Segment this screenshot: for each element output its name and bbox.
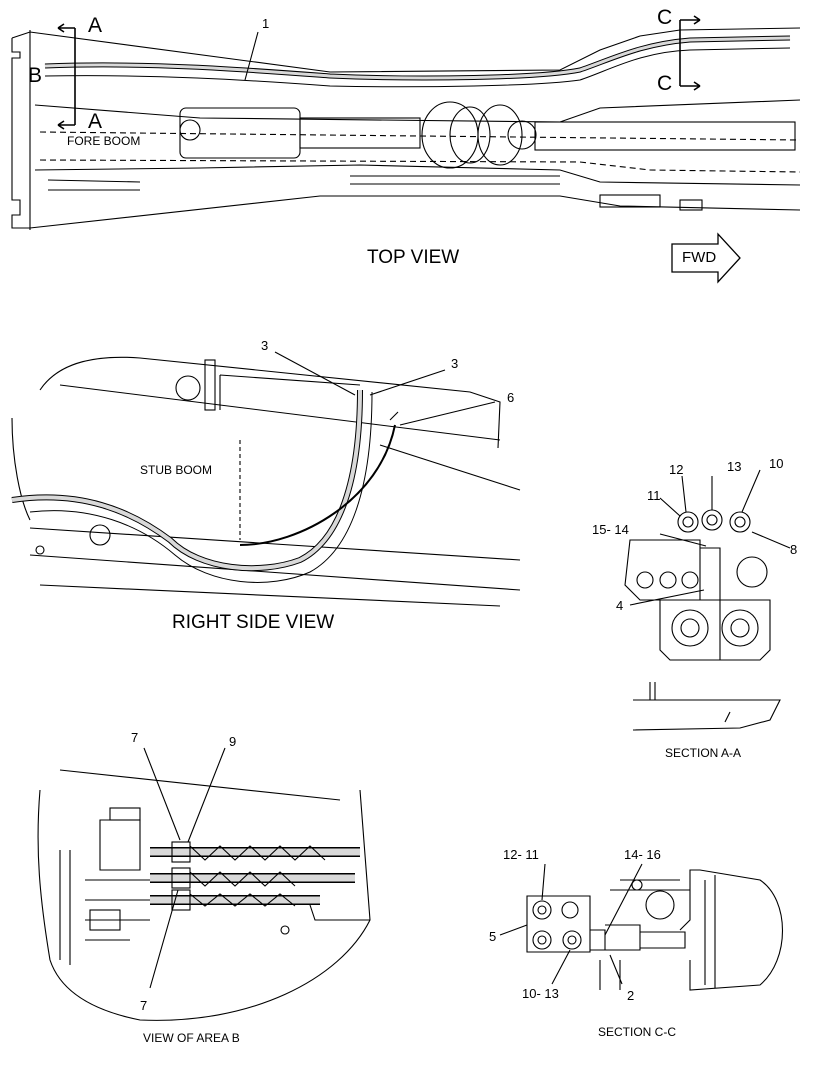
section-c-drawing [499,863,784,991]
callout-4-section-a: 4 [616,598,624,613]
callout-9: 9 [229,734,237,749]
callout-1: 1 [262,16,270,31]
callout-14-16-section-c: 14- 16 [624,847,661,862]
callout-13-section-a: 13 [727,459,742,474]
callout-7-bottom: 7 [140,998,148,1013]
section-mark-a-bottom: A [88,110,103,133]
right-side-view-title: RIGHT SIDE VIEW [172,612,335,633]
callout-8-section-a: 8 [790,542,798,557]
area-b-drawing [37,747,371,1021]
section-a-title: SECTION A-A [665,746,742,760]
callout-7-top: 7 [131,730,139,745]
callout-12-11-section-c: 12- 11 [503,847,539,862]
right-side-view-drawing [11,351,521,607]
section-mark-c-bottom: C [657,72,673,95]
side-hose-bundle [11,389,363,572]
callout-3-right: 3 [451,356,459,371]
top-view-title: TOP VIEW [367,247,460,268]
top-view-drawing [11,15,801,284]
fwd-arrow-shape [671,232,741,284]
callout-6: 6 [507,390,515,405]
area-b-title: VIEW OF AREA B [143,1031,240,1045]
fore-boom-label: FORE BOOM [67,134,141,148]
top-hose-bundle [44,35,791,81]
section-mark-c-top: C [657,6,673,29]
callout-11-section-a: 11 [647,488,661,503]
section-c-title: SECTION C-C [598,1025,676,1039]
section-a-drawing [624,469,791,731]
callout-10-section-a: 10 [769,456,784,471]
callout-15-14-section-a: 15- 14 [592,522,629,537]
section-mark-b: B [28,64,43,87]
fwd-label: FWD [682,249,717,266]
callout-12-section-a: 12 [669,462,684,477]
callout-3-left: 3 [261,338,269,353]
stub-boom-label: STUB BOOM [140,463,213,477]
section-mark-a-top: A [88,14,103,37]
callout-5-section-c: 5 [489,929,497,944]
callout-2-section-c: 2 [627,988,635,1003]
callout-10-13-section-c: 10- 13 [522,986,559,1001]
